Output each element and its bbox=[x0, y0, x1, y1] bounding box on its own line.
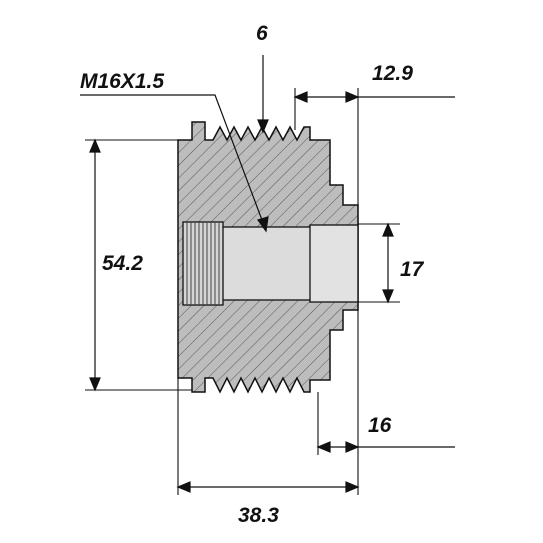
extension-lines bbox=[85, 88, 400, 495]
flange-depth-label: 12.9 bbox=[372, 62, 413, 85]
hub-offset-label: 16 bbox=[368, 414, 392, 437]
bore-diameter-label: 17 bbox=[400, 258, 425, 281]
groove-pitch-label: 6 bbox=[256, 22, 268, 45]
bore bbox=[221, 226, 321, 301]
outer-diameter-label: 54.2 bbox=[102, 252, 143, 275]
counterbore bbox=[309, 224, 359, 303]
spline-teeth bbox=[186, 222, 220, 305]
dimension-lines bbox=[80, 55, 455, 493]
thread-label: M16X1.5 bbox=[80, 70, 164, 93]
overall-length-label: 38.3 bbox=[238, 504, 279, 527]
